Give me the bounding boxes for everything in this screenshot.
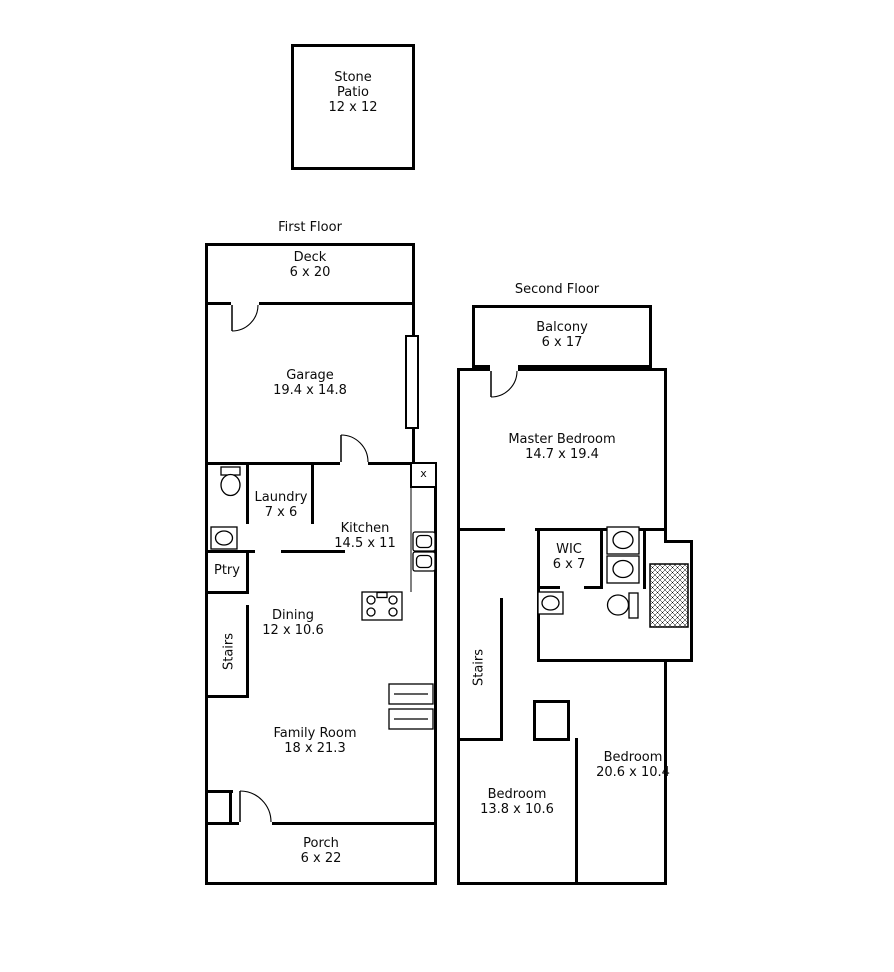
wall-pantry bbox=[246, 553, 249, 593]
deck-label: Deck 6 x 20 bbox=[205, 250, 415, 280]
door-opening bbox=[505, 528, 535, 531]
bedroom-right-label: Bedroom 20.6 x 10.4 bbox=[578, 750, 688, 780]
second-floor-title: Second Floor bbox=[514, 282, 600, 297]
porch-name: Porch bbox=[303, 836, 339, 851]
stone-patio-dims: 12 x 12 bbox=[328, 100, 378, 115]
master-bedroom-name: Master Bedroom bbox=[508, 432, 616, 447]
kitchen-name: Kitchen bbox=[340, 521, 390, 536]
bedroom-left-label: Bedroom 13.8 x 10.6 bbox=[462, 787, 572, 817]
door-opening bbox=[560, 586, 584, 589]
deck-name: Deck bbox=[293, 250, 327, 265]
wall-closet bbox=[567, 700, 570, 741]
balcony-name: Balcony bbox=[536, 320, 588, 335]
wall-wic bbox=[600, 528, 603, 589]
door-opening bbox=[340, 462, 368, 465]
master-bedroom-label: Master Bedroom 14.7 x 19.4 bbox=[462, 432, 662, 462]
balcony-label: Balcony 6 x 17 bbox=[472, 320, 652, 350]
stone-patio-label: Stone Patio 12 x 12 bbox=[291, 70, 415, 115]
wall-bedroom-divider bbox=[575, 738, 578, 885]
dining-name: Dining bbox=[272, 608, 314, 623]
garage-name: Garage bbox=[286, 368, 334, 383]
wall-closet bbox=[533, 700, 536, 741]
garage-dims: 19.4 x 14.8 bbox=[273, 383, 347, 398]
kitchen-closet: x bbox=[410, 462, 437, 488]
stairs-label-second: Stairs bbox=[471, 648, 487, 687]
bedroom-left-name: Bedroom bbox=[487, 787, 547, 802]
wic-name: WIC bbox=[556, 542, 582, 557]
balcony-room bbox=[472, 305, 652, 368]
stone-patio-name-line2: Patio bbox=[337, 85, 369, 100]
stone-patio-room bbox=[291, 44, 415, 170]
wall-bath bbox=[537, 659, 693, 662]
pantry-label: Ptry bbox=[214, 563, 240, 578]
wic-dims: 6 x 7 bbox=[552, 557, 586, 572]
deck-room bbox=[205, 243, 415, 305]
laundry-name: Laundry bbox=[254, 490, 308, 505]
family-room-label: Family Room 18 x 21.3 bbox=[235, 726, 395, 756]
door-opening bbox=[503, 738, 533, 741]
master-bedroom-dims: 14.7 x 19.4 bbox=[525, 447, 599, 462]
closet-marker: x bbox=[420, 467, 427, 480]
wall bbox=[246, 462, 249, 524]
door-opening bbox=[231, 302, 259, 305]
stone-patio-name-line1: Stone bbox=[334, 70, 372, 85]
balcony-dims: 6 x 17 bbox=[541, 335, 583, 350]
dining-dims: 12 x 10.6 bbox=[262, 623, 324, 638]
bedroom-right-name: Bedroom bbox=[603, 750, 663, 765]
family-room-name: Family Room bbox=[273, 726, 357, 741]
kitchen-dims: 14.5 x 11 bbox=[334, 536, 396, 551]
family-room-dims: 18 x 21.3 bbox=[284, 741, 346, 756]
wall-entry-stub bbox=[229, 790, 232, 825]
deck-dims: 6 x 20 bbox=[289, 265, 331, 280]
door-opening bbox=[255, 550, 281, 553]
kitchen-label: Kitchen 14.5 x 11 bbox=[315, 521, 415, 551]
wic-label: WIC 6 x 7 bbox=[540, 542, 598, 572]
wall-closet bbox=[533, 700, 570, 703]
porch-dims: 6 x 22 bbox=[300, 851, 342, 866]
bedroom-left-dims: 13.8 x 10.6 bbox=[480, 802, 554, 817]
wall-bath bbox=[643, 528, 646, 589]
wall-entry-stub bbox=[205, 790, 233, 793]
wall-bumpout bbox=[664, 540, 693, 543]
door-opening bbox=[490, 365, 518, 371]
dining-label: Dining 12 x 10.6 bbox=[243, 608, 343, 638]
wall-stairs bbox=[205, 695, 249, 698]
stairs-label-first: Stairs bbox=[221, 632, 237, 671]
wall-porch bbox=[205, 822, 437, 825]
laundry-label: Laundry 7 x 6 bbox=[246, 490, 316, 520]
wall-opening bbox=[664, 543, 667, 659]
wall-pantry bbox=[205, 591, 249, 594]
door-opening bbox=[239, 822, 272, 825]
bedroom-right-dims: 20.6 x 10.4 bbox=[596, 765, 670, 780]
wall bbox=[311, 462, 314, 524]
second-floor-body bbox=[457, 368, 667, 885]
wall-bumpout bbox=[690, 540, 693, 662]
wall-stairs bbox=[246, 605, 249, 698]
porch-label: Porch 6 x 22 bbox=[205, 836, 437, 866]
wall-master bbox=[457, 528, 667, 531]
wall-stairs bbox=[500, 598, 503, 741]
laundry-dims: 7 x 6 bbox=[264, 505, 298, 520]
first-floor-title: First Floor bbox=[278, 220, 342, 235]
garage-label: Garage 19.4 x 14.8 bbox=[205, 368, 415, 398]
